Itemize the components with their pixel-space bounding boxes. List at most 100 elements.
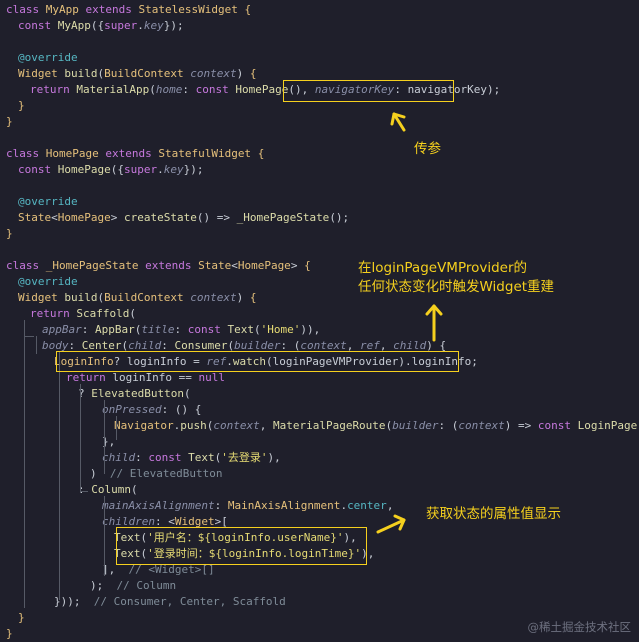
code-line: : Column( — [6, 482, 138, 498]
indent-guide — [116, 416, 117, 440]
code-token: ( — [131, 483, 138, 496]
code-token: loginInfo == — [112, 371, 199, 384]
code-token: , — [259, 419, 273, 432]
pass-param-note: 传参 — [414, 141, 441, 157]
code-token: class — [6, 259, 46, 272]
code-token: { — [244, 3, 252, 16]
code-token: HomePage — [235, 83, 289, 96]
code-token: super — [104, 19, 138, 32]
code-line: } — [6, 98, 25, 114]
code-token: > — [110, 211, 124, 224]
code-token: body — [42, 339, 69, 352]
code-token: const — [148, 451, 189, 464]
code-line: } — [6, 610, 25, 626]
indent-guide — [80, 384, 81, 492]
code-token: key — [163, 163, 184, 176]
code-token: children — [102, 515, 155, 528]
code-line: } — [6, 626, 13, 642]
code-token: Text — [114, 547, 141, 560]
code-token: MainAxisAlignment — [227, 499, 341, 512]
code-token: }, — [102, 435, 116, 448]
code-token: , — [379, 339, 394, 352]
code-token: ref — [206, 355, 227, 368]
code-token: { — [249, 291, 257, 304]
code-token: context — [190, 67, 237, 80]
code-line: class MyApp extends StatelessWidget { — [6, 2, 251, 18]
code-token: return — [66, 371, 113, 384]
code-line: Text('用户名：${loginInfo.userName}'), — [6, 530, 357, 546]
code-token: _HomePageState — [236, 211, 330, 224]
code-token: key — [143, 19, 164, 32]
code-token: context — [300, 339, 347, 352]
code-token: . — [173, 419, 181, 432]
code-token: // ElevatedButton — [109, 467, 223, 480]
code-token: : () { — [161, 403, 202, 416]
code-token: watch — [232, 355, 266, 368]
code-token: )), — [300, 323, 321, 336]
code-token: ( — [97, 291, 105, 304]
code-token: : < — [154, 515, 175, 528]
code-line: const HomePage({super.key}); — [6, 162, 203, 178]
code-token: // <Widget>[] — [128, 563, 215, 576]
code-token: . — [157, 163, 164, 176]
code-token: extends — [145, 259, 199, 272]
code-token: ); — [90, 579, 117, 592]
indent-guide — [24, 320, 25, 608]
code-token: } — [18, 611, 25, 624]
code-token: } — [18, 99, 25, 112]
code-token: ? loginInfo = — [113, 355, 207, 368]
code-token: BuildContext — [104, 67, 191, 80]
code-line: }, — [6, 434, 115, 450]
code-token: })); — [54, 595, 94, 608]
code-token: ( — [227, 339, 235, 352]
code-token: // Consumer, Center, Scaffold — [93, 595, 286, 608]
code-token: ), — [361, 547, 375, 560]
code-token: title — [141, 323, 175, 336]
code-token: ) — [90, 467, 110, 480]
code-token: ({ — [110, 163, 124, 176]
code-token: }); — [183, 163, 204, 176]
code-token: HomePage — [45, 147, 106, 160]
code-line: Navigator.push(context, MaterialPageRout… — [6, 418, 639, 434]
code-token: ? — [78, 387, 92, 400]
code-token: : — [161, 339, 175, 352]
code-token: , — [346, 339, 360, 352]
code-token: ( — [97, 67, 105, 80]
code-token: . — [226, 355, 233, 368]
code-token: Scaffold — [76, 307, 130, 320]
code-token: (); — [329, 211, 350, 224]
code-token: extends — [85, 3, 139, 16]
code-line: onPressed: () { — [6, 402, 201, 418]
code-line: Widget build(BuildContext context) { — [6, 66, 256, 82]
navigator-key-highlight — [283, 80, 454, 102]
code-token: '用户名：${loginInfo.userName}' — [147, 531, 344, 544]
indent-guide — [59, 352, 60, 600]
code-token: State — [18, 211, 52, 224]
indent-guide — [36, 336, 37, 354]
code-token: push — [180, 419, 207, 432]
code-token: HomePage — [57, 163, 111, 176]
code-token: ) { — [426, 339, 447, 352]
code-line: Widget build(BuildContext context) { — [6, 290, 256, 306]
code-token: createState — [123, 211, 197, 224]
code-token: >[ — [214, 515, 228, 528]
code-token: : ( — [438, 419, 459, 432]
code-token: }); — [163, 19, 184, 32]
indent-guide — [80, 491, 88, 492]
code-line: appBar: AppBar(title: const Text('Home')… — [6, 322, 320, 338]
code-token: BuildContext — [104, 291, 191, 304]
code-line: Text('登录时间：${loginInfo.loginTime}'), — [6, 546, 374, 562]
code-token: { — [249, 67, 257, 80]
code-token: @override — [18, 195, 78, 208]
code-token: _HomePageState — [45, 259, 146, 272]
code-token: State — [198, 259, 232, 272]
code-token: () => — [196, 211, 237, 224]
code-token: context — [213, 419, 260, 432]
code-line: LoginInfo? loginInfo = ref.watch(loginPa… — [6, 354, 478, 370]
code-line: mainAxisAlignment: MainAxisAlignment.cen… — [6, 498, 393, 514]
code-token: ( — [149, 83, 156, 96]
indent-guide — [104, 496, 105, 576]
code-token: , — [386, 499, 394, 512]
code-token: '去登录' — [221, 451, 268, 464]
